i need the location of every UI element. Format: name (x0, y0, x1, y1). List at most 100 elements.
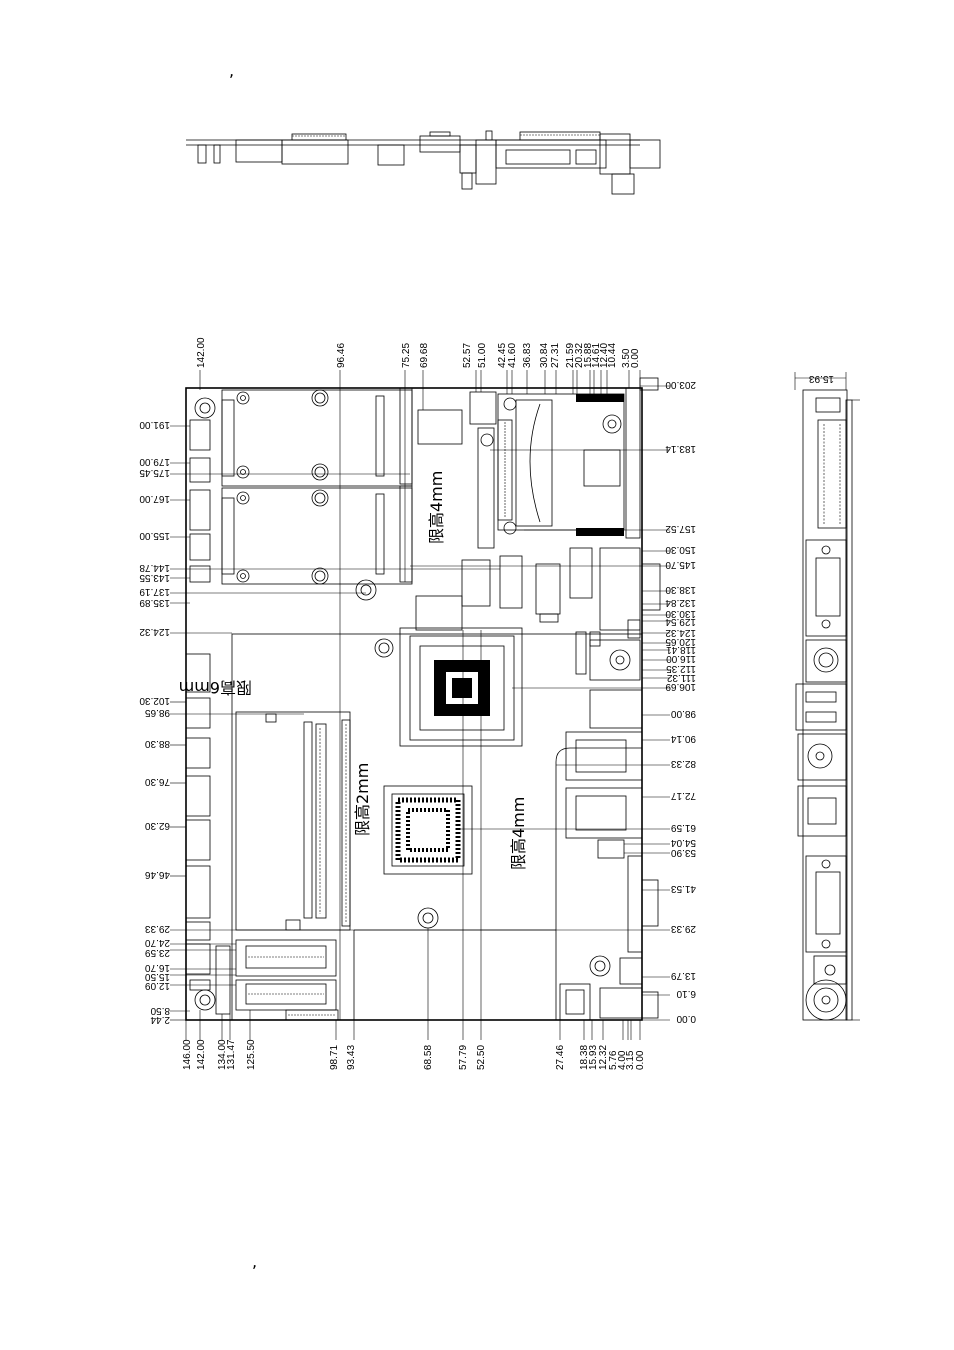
dim-right-25: 13.79 (671, 970, 696, 981)
height-limit-label-sodimm: 限高6mm (179, 678, 252, 697)
dim-top-4: 52.57 (462, 343, 473, 368)
dim-bottom-14: 5.76 (608, 1050, 619, 1070)
cpu-bga (399, 627, 523, 747)
dim-left-3: 167.00 (139, 493, 170, 504)
dim-top-15: 12.40 (599, 343, 610, 368)
dim-left-9: 124.32 (139, 626, 170, 637)
dim-left-21: 12.09 (145, 980, 170, 991)
dim-left-12: 88.30 (145, 738, 170, 749)
dims-left: 191.00 179.00 175.45 167.00 155.00 144.7… (139, 419, 170, 1025)
dims-right: 203.00 183.14 157.52 150.30 145.70 138.3… (665, 379, 696, 1024)
dim-left-22: 8.50 (150, 1005, 170, 1016)
dim-top-17: 3.50 (621, 348, 632, 368)
dim-top-3: 69.68 (419, 343, 430, 368)
dim-right-3: 150.30 (665, 544, 696, 555)
dim-right-24: 29.33 (671, 923, 696, 934)
dim-right-2: 157.52 (665, 523, 696, 534)
dim-bottom-5: 98.71 (329, 1045, 340, 1070)
dim-right-4: 145.70 (665, 559, 696, 570)
dim-left-18: 23.59 (145, 947, 170, 958)
minipcie-slot-2 (221, 485, 413, 585)
dim-bottom-16: 3.15 (625, 1050, 636, 1070)
dim-top-1: 96.46 (336, 343, 347, 368)
dim-right-19: 72.17 (671, 790, 696, 801)
dim-top-16: 10.44 (607, 343, 618, 368)
dim-right-1: 183.14 (665, 443, 696, 454)
dim-top-12: 20.32 (574, 343, 585, 368)
southbridge-bga (383, 785, 473, 929)
dim-top-8: 36.83 (522, 343, 533, 368)
dim-right-17: 90.14 (671, 733, 696, 744)
dimension-lines (170, 370, 670, 1040)
dim-left-8: 135.89 (139, 597, 170, 608)
dim-right-22: 53.90 (671, 847, 696, 858)
dim-top-7: 41.60 (507, 343, 518, 368)
dim-top-18: 0.00 (630, 348, 641, 368)
top-mark: , (229, 61, 234, 80)
dim-right-21: 54.04 (671, 837, 696, 848)
dim-right-8: 129.54 (665, 616, 696, 627)
bottom-mark: , (252, 1252, 257, 1271)
dim-bottom-17: 0.00 (635, 1050, 646, 1070)
left-pin-headers (185, 397, 231, 1015)
dim-right-9: 124.32 (665, 627, 696, 638)
dim-right-10: 120.65 (665, 636, 696, 647)
dim-side-0: 15.93 (809, 373, 834, 384)
dim-left-19: 16.70 (145, 962, 170, 973)
dim-top-14: 14.61 (591, 343, 602, 368)
dim-right-5: 138.30 (665, 584, 696, 595)
dim-right-13: 112.35 (666, 663, 696, 674)
dim-right-6: 132.84 (665, 597, 696, 608)
dim-left-2: 175.45 (139, 467, 170, 478)
dims-bottom: 146.00 142.00 134.00 131.47 125.50 98.71… (182, 1039, 646, 1070)
dim-left-6: 143.55 (139, 572, 170, 583)
dim-right-27: 0.00 (676, 1013, 696, 1024)
dim-left-14: 62.30 (145, 820, 170, 831)
rear-io-connectors (559, 639, 659, 1021)
dim-left-15: 46.46 (145, 869, 170, 880)
dim-left-16: 29.33 (145, 923, 170, 934)
dim-left-13: 76.30 (145, 776, 170, 787)
dim-left-23: 2.44 (150, 1014, 170, 1025)
dim-right-7: 130.30 (665, 608, 696, 619)
top-center-components (355, 391, 523, 658)
dim-top-5: 51.00 (477, 343, 488, 368)
height-limit-label-upper: 限高4mm (427, 471, 446, 544)
dim-left-7: 137.19 (139, 586, 170, 597)
dim-bottom-0: 146.00 (182, 1039, 193, 1070)
dim-top-11: 21.59 (565, 343, 576, 368)
dim-top-2: 75.25 (401, 343, 412, 368)
dim-right-16: 98.00 (671, 708, 696, 719)
dim-left-17: 24.70 (145, 937, 170, 948)
dim-bottom-3: 131.47 (226, 1039, 237, 1070)
dim-bottom-13: 12.32 (598, 1045, 609, 1070)
side-profile-view (186, 130, 661, 195)
dim-left-10: 102.30 (139, 695, 170, 706)
dim-top-13: 15.88 (583, 343, 594, 368)
dim-top-9: 30.84 (539, 343, 550, 368)
dim-left-1: 179.00 (139, 456, 170, 467)
right-headers (535, 547, 661, 675)
dim-right-12: 116.00 (666, 653, 696, 664)
dim-right-11: 118.41 (666, 644, 696, 655)
compactflash-slot (497, 387, 641, 539)
dim-right-23: 41.53 (671, 883, 696, 894)
dim-left-11: 98.65 (145, 707, 170, 718)
dims-top: 142.00 96.46 75.25 69.68 52.57 51.00 42.… (196, 337, 641, 368)
height-limit-label-lower: 限高4mm (509, 797, 528, 870)
bottom-left-connectors (235, 939, 339, 1021)
dim-left-4: 155.00 (139, 530, 170, 541)
dim-left-5: 144.78 (139, 562, 170, 573)
dim-bottom-6: 93.43 (346, 1045, 357, 1070)
dim-bottom-7: 68.58 (423, 1045, 434, 1070)
dim-right-20: 61.59 (671, 822, 696, 833)
dim-bottom-12: 15.93 (588, 1045, 599, 1070)
dim-bottom-15: 4.00 (617, 1050, 628, 1070)
dim-right-26: 6.10 (676, 988, 696, 999)
minipcie-slot-1 (221, 387, 413, 487)
dim-bottom-1: 142.00 (196, 1039, 207, 1070)
dim-right-0: 203.00 (665, 379, 696, 390)
dim-right-15: 106.69 (665, 681, 696, 692)
dim-bottom-9: 52.50 (476, 1045, 487, 1070)
